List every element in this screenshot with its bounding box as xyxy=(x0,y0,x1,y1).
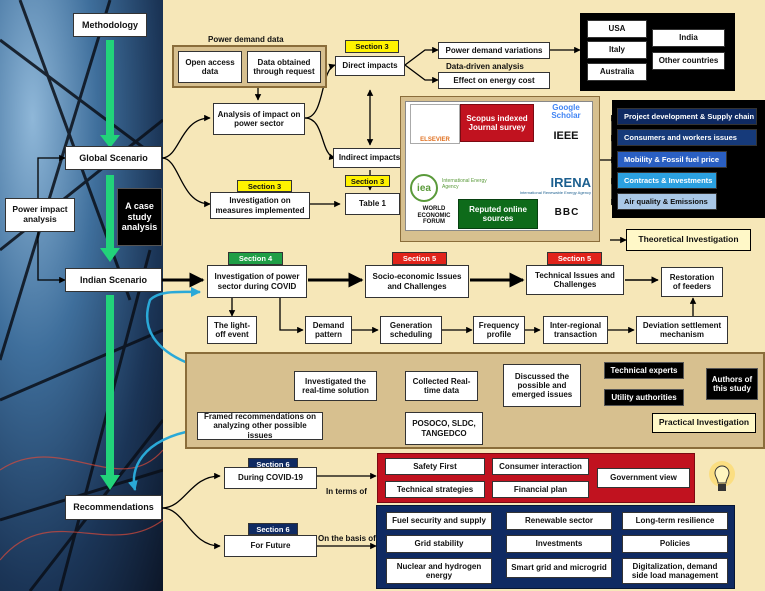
irena-subtext: International Renewable Energy Agency xyxy=(519,190,591,195)
investigation-measures-box: Investigation on measures implemented xyxy=(210,192,310,219)
power-impact-analysis-box: Power impact analysis xyxy=(5,198,75,232)
rec-technical-strategies: Technical strategies xyxy=(385,481,485,498)
rec-digitalization: Digitalization, demand side load managem… xyxy=(622,558,728,584)
rec-fuel-security: Fuel security and supply xyxy=(386,512,492,530)
socio-economic-box: Socio-economic Issues and Challenges xyxy=(365,265,469,298)
issue-mobility-fuel: Mobility & Fossil fuel price xyxy=(617,151,727,168)
online-sources-box: Reputed online sources xyxy=(458,199,538,229)
lightoff-event-box: The light-off event xyxy=(207,316,257,344)
issue-project-development: Project development & Supply chain xyxy=(617,108,757,125)
practical-investigation-label: Practical Investigation xyxy=(652,413,756,433)
global-scenario-box: Global Scenario xyxy=(65,146,162,170)
section6-future-tag: Section 6 xyxy=(248,523,298,535)
country-usa: USA xyxy=(587,20,647,38)
section3-table-tag: Section 3 xyxy=(345,175,390,187)
recommendations-box: Recommendations xyxy=(65,495,162,520)
in-terms-of-label: In terms of xyxy=(326,487,367,496)
rec-investments: Investments xyxy=(506,535,612,553)
issue-contracts-investments: Contracts & Investments xyxy=(617,172,717,189)
bbc-logo: BBC xyxy=(554,207,580,218)
section5-socio-tag: Section 5 xyxy=(392,252,447,265)
framed-recommendations-box: Framed recommendations on analyzing othe… xyxy=(197,412,323,440)
analysis-impact-box: Analysis of impact on power sector xyxy=(213,103,305,135)
rec-consumer-interaction: Consumer interaction xyxy=(492,458,589,475)
rec-government-view: Government view xyxy=(597,468,690,488)
posoco-box: POSOCO, SLDC, TANGEDCO xyxy=(405,412,483,445)
direct-impacts-box: Direct impacts xyxy=(335,56,405,76)
theoretical-investigation-label: Theoretical Investigation xyxy=(626,229,751,251)
generation-scheduling-box: Generation scheduling xyxy=(380,316,442,344)
investigation-covid-box: Investigation of power sector during COV… xyxy=(207,265,307,298)
elsevier-logo: ELSEVIER xyxy=(410,104,460,144)
rec-long-term-resilience: Long-term resilience xyxy=(622,512,728,530)
power-demand-data-label: Power demand data xyxy=(208,35,284,44)
country-other: Other countries xyxy=(652,52,725,70)
section5-technical-tag: Section 5 xyxy=(547,252,602,265)
indirect-impacts-box: Indirect impacts xyxy=(333,148,406,168)
open-access-box: Open access data xyxy=(178,51,242,83)
data-driven-label: Data-driven analysis xyxy=(446,62,524,71)
during-covid-box: During COVID-19 xyxy=(224,467,317,489)
country-india: India xyxy=(652,29,725,47)
google-scholar-logo: Google Scholar xyxy=(540,104,592,126)
for-future-box: For Future xyxy=(224,535,317,557)
request-data-box: Data obtained through request xyxy=(247,51,321,83)
power-demand-variations-box: Power demand variations xyxy=(438,42,550,59)
irena-logo: IRENA xyxy=(550,175,591,190)
table1-box: Table 1 xyxy=(345,193,400,215)
country-italy: Italy xyxy=(587,41,647,59)
google-text: Google xyxy=(552,103,580,112)
rec-nuclear-hydrogen: Nuclear and hydrogen energy xyxy=(386,558,492,584)
issue-consumers-workers: Consumers and workers issues xyxy=(617,129,757,146)
scholar-text: Scholar xyxy=(551,111,581,120)
lightbulb-icon xyxy=(705,460,739,500)
ieee-logo: IEEE xyxy=(553,130,579,142)
wef-logo: WORLD ECONOMIC FORUM xyxy=(417,206,451,226)
section3-measures-tag: Section 3 xyxy=(237,180,292,192)
discussed-issues-box: Discussed the possible and emerged issue… xyxy=(503,364,581,407)
rec-renewable-sector: Renewable sector xyxy=(506,512,612,530)
energy-cost-box: Effect on energy cost xyxy=(438,72,550,89)
rec-safety-first: Safety First xyxy=(385,458,485,475)
frequency-profile-box: Frequency profile xyxy=(473,316,525,344)
section4-tag: Section 4 xyxy=(228,252,283,265)
rec-policies: Policies xyxy=(622,535,728,553)
utility-authorities-box: Utility authorities xyxy=(604,389,684,406)
on-basis-label: On the basis of xyxy=(318,534,376,543)
indian-scenario-box: Indian Scenario xyxy=(65,268,162,292)
interregional-box: Inter-regional transaction xyxy=(543,316,608,344)
methodology-box: Methodology xyxy=(73,13,147,37)
rec-grid-stability: Grid stability xyxy=(386,535,492,553)
scopus-box: Scopus indexed Journal survey xyxy=(460,104,534,142)
deviation-settlement-box: Deviation settlement mechanism xyxy=(636,316,728,344)
investigated-solution-box: Investigated the real-time solution xyxy=(294,371,377,401)
rec-smart-grid: Smart grid and microgrid xyxy=(506,558,612,578)
rec-financial-plan: Financial plan xyxy=(492,481,589,498)
restoration-feeders-box: Restoration of feeders xyxy=(661,267,723,297)
technical-experts-box: Technical experts xyxy=(604,362,684,379)
iea-logo: iea xyxy=(410,174,438,202)
issue-air-quality: Air quality & Emissions xyxy=(617,193,717,210)
technical-issues-box: Technical Issues and Challenges xyxy=(526,265,624,295)
iea-text: International Energy Agency xyxy=(442,178,487,190)
demand-pattern-box: Demand pattern xyxy=(305,316,352,344)
authors-box: Authors of this study xyxy=(706,368,758,400)
collected-data-box: Collected Real-time data xyxy=(405,371,478,401)
case-study-box: A case study analysis xyxy=(117,188,162,246)
section3-direct-tag: Section 3 xyxy=(345,40,399,53)
country-australia: Australia xyxy=(587,63,647,81)
